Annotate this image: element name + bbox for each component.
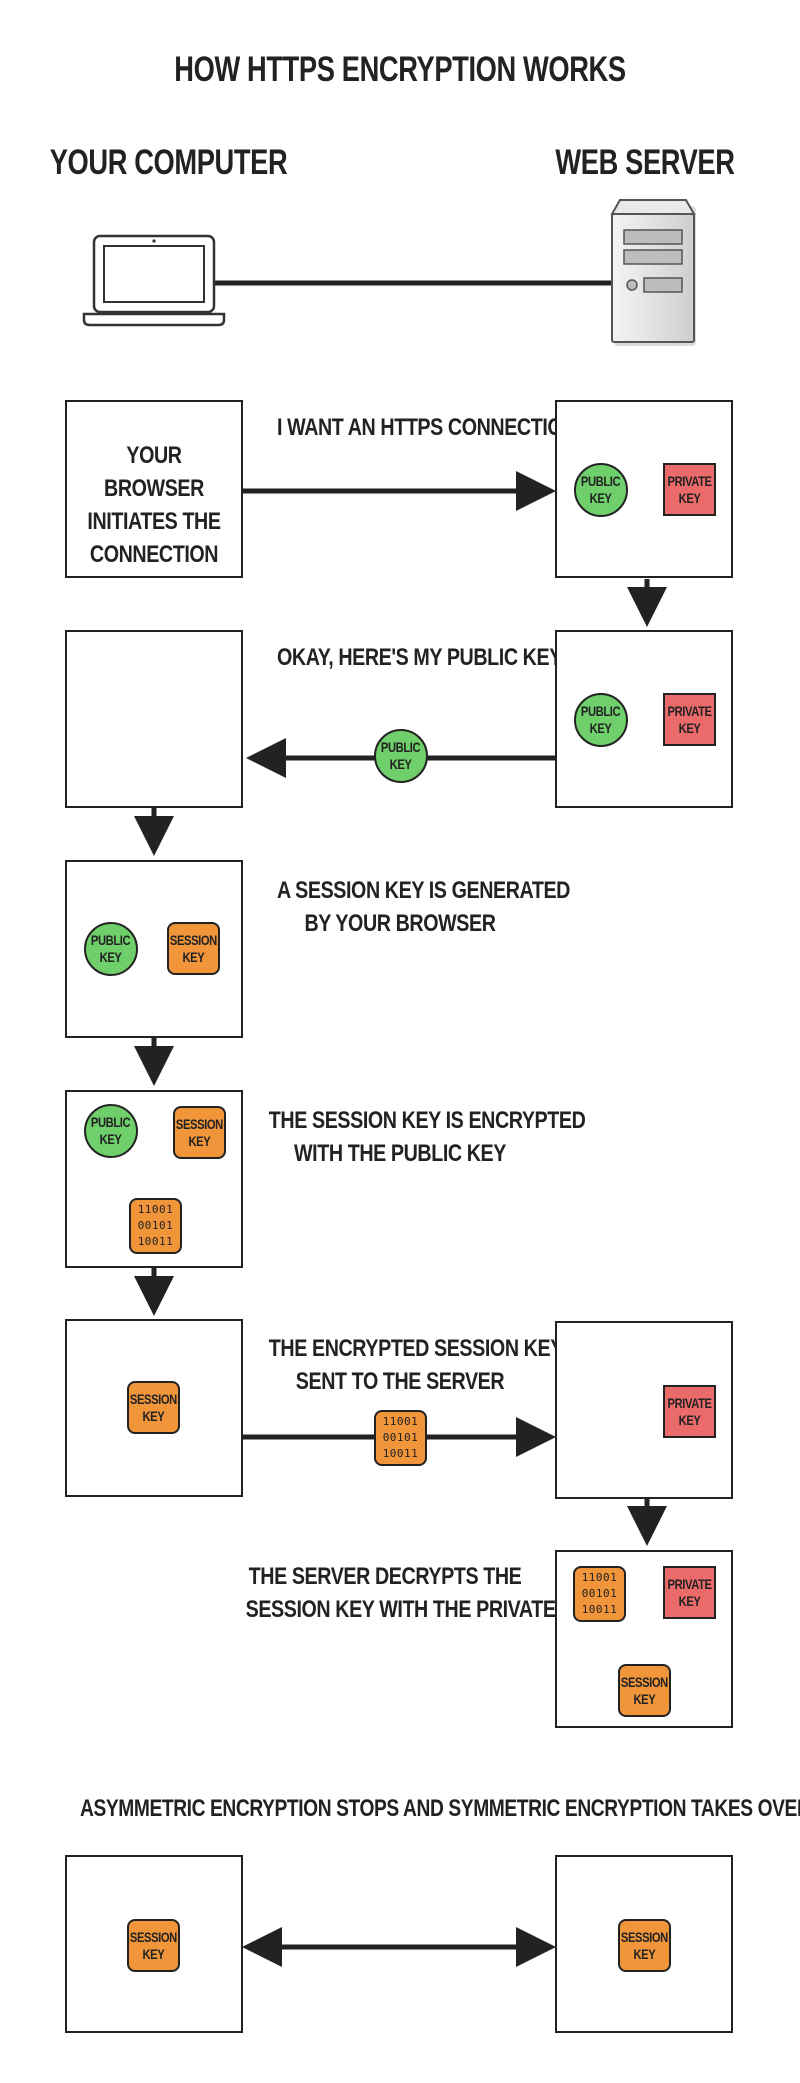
- step5-label-line-1: THE ENCRYPTED SESSION KEY IS: [268, 1335, 586, 1362]
- step1-client-box: YOUR BROWSER INITIATES THE CONNECTION: [65, 400, 243, 578]
- step1-box-line-3: CONNECTION: [89, 541, 219, 568]
- step5-label-line-2: SENT TO THE SERVER: [295, 1368, 505, 1395]
- diagram-title: HOW HTTPS ENCRYPTION WORKS: [174, 50, 626, 89]
- step2-label: OKAY, HERE'S MY PUBLIC KEY: [277, 644, 562, 671]
- step6-label-line-2: SESSION KEY WITH THE PRIVATE KEY: [245, 1596, 601, 1623]
- step5-label: THE ENCRYPTED SESSION KEY IS SENT TO THE…: [268, 1332, 586, 1398]
- step6-label-line-1: THE SERVER DECRYPTS THE: [248, 1563, 522, 1590]
- laptop-icon: [82, 234, 226, 327]
- step3-label: A SESSION KEY IS GENERATED BY YOUR BROWS…: [277, 874, 570, 940]
- step1-label: I WANT AN HTTPS CONNECTION: [277, 414, 577, 441]
- step3-label-line-2: BY YOUR BROWSER: [304, 910, 496, 937]
- step1-box-line-2: INITIATES THE: [87, 508, 221, 535]
- step4-label-line-1: THE SESSION KEY IS ENCRYPTED: [268, 1107, 586, 1134]
- step1-box-line-1: YOUR BROWSER: [104, 442, 204, 502]
- step4-label: THE SESSION KEY IS ENCRYPTED WITH THE PU…: [268, 1104, 586, 1170]
- step4-label-line-2: WITH THE PUBLIC KEY: [294, 1140, 506, 1167]
- server-icon: [610, 199, 696, 346]
- step7-label: ASYMMETRIC ENCRYPTION STOPS AND SYMMETRI…: [80, 1795, 800, 1822]
- step2-client-box: [65, 630, 243, 808]
- step3-label-line-1: A SESSION KEY IS GENERATED: [277, 877, 570, 904]
- server-heading: WEB SERVER: [555, 143, 735, 182]
- step6-label: THE SERVER DECRYPTS THE SESSION KEY WITH…: [245, 1560, 601, 1626]
- computer-heading: YOUR COMPUTER: [49, 143, 288, 182]
- step1-box-text: YOUR BROWSER INITIATES THE CONNECTION: [83, 439, 226, 571]
